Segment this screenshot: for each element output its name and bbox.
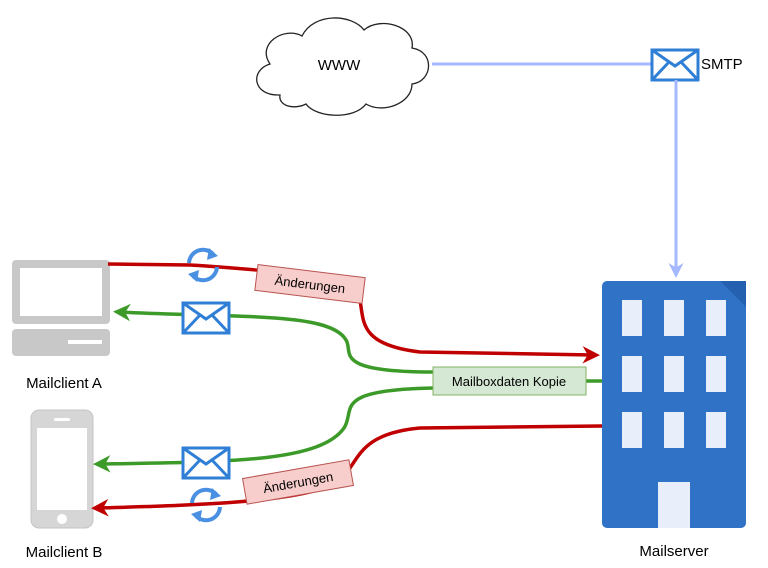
- www-label: WWW: [318, 57, 361, 74]
- server-label: Mailserver: [639, 543, 708, 560]
- changes-a-label-box: Änderungen: [254, 263, 366, 305]
- mailbox-copy-a-line: [113, 303, 434, 374]
- mailbox-copy-label: Mailboxdaten Kopie: [452, 374, 566, 389]
- office-building-icon: [602, 281, 746, 528]
- mailbox-copy-b-line: [93, 386, 434, 473]
- cloud-icon: [256, 17, 430, 116]
- client-b-label: Mailclient B: [26, 544, 103, 561]
- smtp-label: SMTP: [701, 56, 743, 73]
- mailbox-copy-label-box: Mailboxdaten Kopie: [432, 366, 587, 396]
- smtp-envelope-icon: [650, 48, 700, 82]
- smartphone-icon: [30, 409, 94, 529]
- laptop-icon: [12, 260, 110, 356]
- envelope-icon: [181, 446, 231, 480]
- changes-b-label-box: Änderungen: [241, 459, 355, 505]
- client-a-label: Mailclient A: [26, 375, 102, 392]
- envelope-icon: [181, 301, 231, 335]
